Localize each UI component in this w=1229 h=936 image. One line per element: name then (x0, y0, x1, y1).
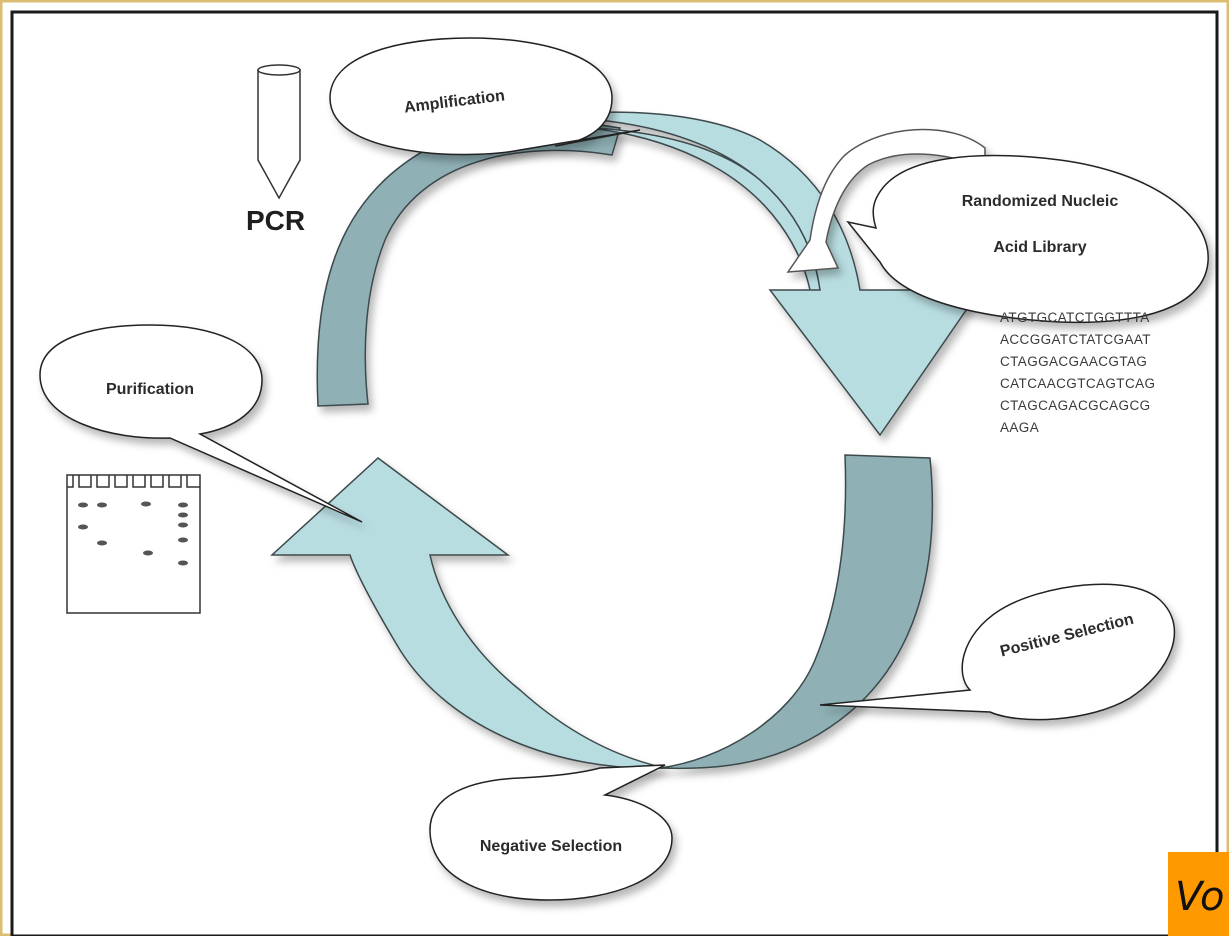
amplification-callout (329, 37, 641, 156)
negative-selection-callout (429, 764, 673, 901)
pcr-label: PCR (246, 205, 305, 236)
library-input-arrow (786, 128, 986, 273)
nucleic-acid-sequence: ATGTGCATCTGGTTTA ACCGGATCTATCGAAT CTAGGA… (1000, 310, 1155, 435)
sequence-line: CTAGGACGAACGTAG (1000, 354, 1147, 369)
purification-callout (39, 324, 363, 523)
pcr-tube-icon (257, 64, 301, 200)
sequence-line: AAGA (1000, 420, 1039, 435)
badge-background (1168, 852, 1229, 936)
sequence-line: ACCGGATCTATCGAAT (1000, 332, 1151, 347)
library-label-line2: Acid Library (993, 239, 1086, 256)
positive-selection-callout (819, 583, 1176, 721)
gel-electrophoresis-icon (66, 474, 201, 614)
negative-selection-label: Negative Selection (480, 838, 622, 855)
library-label-line1: Randomized Nucleic (962, 193, 1119, 210)
purification-label: Purification (106, 381, 194, 398)
positive-selection-arc-dark (659, 454, 934, 770)
badge-text: Vo (1175, 874, 1225, 920)
sequence-line: CTAGCAGACGCAGCG (1000, 398, 1151, 413)
amplification-arc-dark (316, 119, 621, 407)
negative-selection-to-purification-arrow (270, 457, 666, 769)
sequence-line: ATGTGCATCTGGTTTA (1000, 310, 1150, 325)
library-callout (846, 154, 1209, 324)
sequence-line: CATCAACGTCAGTCAG (1000, 376, 1155, 391)
